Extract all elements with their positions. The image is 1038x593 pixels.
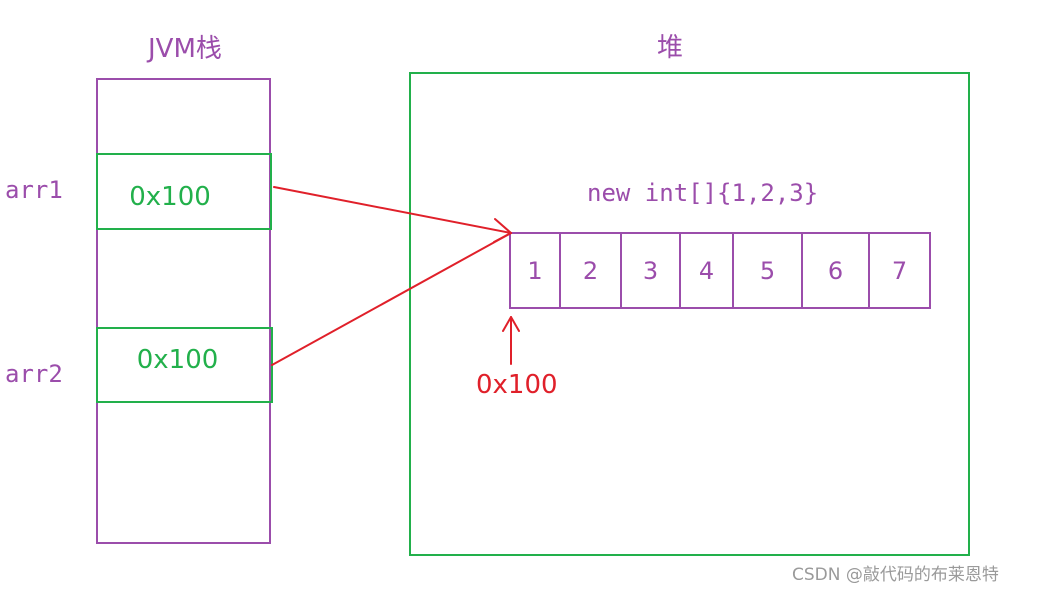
var-label-arr1: arr1 xyxy=(5,176,63,204)
array-cell-value: 1 xyxy=(527,256,543,285)
array-cell-value: 2 xyxy=(582,256,599,285)
array-cell: 1 xyxy=(511,234,561,307)
array-cell-value: 7 xyxy=(891,256,908,285)
var-label-arr2: arr2 xyxy=(5,360,63,388)
array-expression: new int[]{1,2,3} xyxy=(587,179,819,207)
watermark: CSDN @敲代码的布莱恩特 xyxy=(792,565,999,585)
array-cell: 2 xyxy=(561,234,622,307)
stack-cell-arr2: 0x100 xyxy=(96,327,273,403)
heap-box xyxy=(409,72,970,556)
array-cell-value: 4 xyxy=(698,256,715,285)
array-cell: 7 xyxy=(870,234,929,307)
array-cell: 3 xyxy=(622,234,681,307)
heap-address-label: 0x100 xyxy=(476,370,558,400)
stack-cell-arr2-value: 0x100 xyxy=(136,345,219,375)
array-cell-value: 6 xyxy=(827,256,844,285)
array-cell-value: 3 xyxy=(642,256,659,285)
array-cell: 4 xyxy=(681,234,734,307)
stack-title: JVM栈 xyxy=(148,34,222,64)
stack-cell-arr1-value: 0x100 xyxy=(129,181,211,212)
jvm-stack-box xyxy=(96,78,271,544)
array-cell: 6 xyxy=(803,234,870,307)
array-strip: 1 2 3 4 5 6 7 xyxy=(509,232,931,309)
heap-title: 堆 xyxy=(657,33,684,63)
array-cell-value: 5 xyxy=(759,256,776,285)
array-cell: 5 xyxy=(734,234,803,307)
stack-cell-arr1: 0x100 xyxy=(96,153,272,230)
